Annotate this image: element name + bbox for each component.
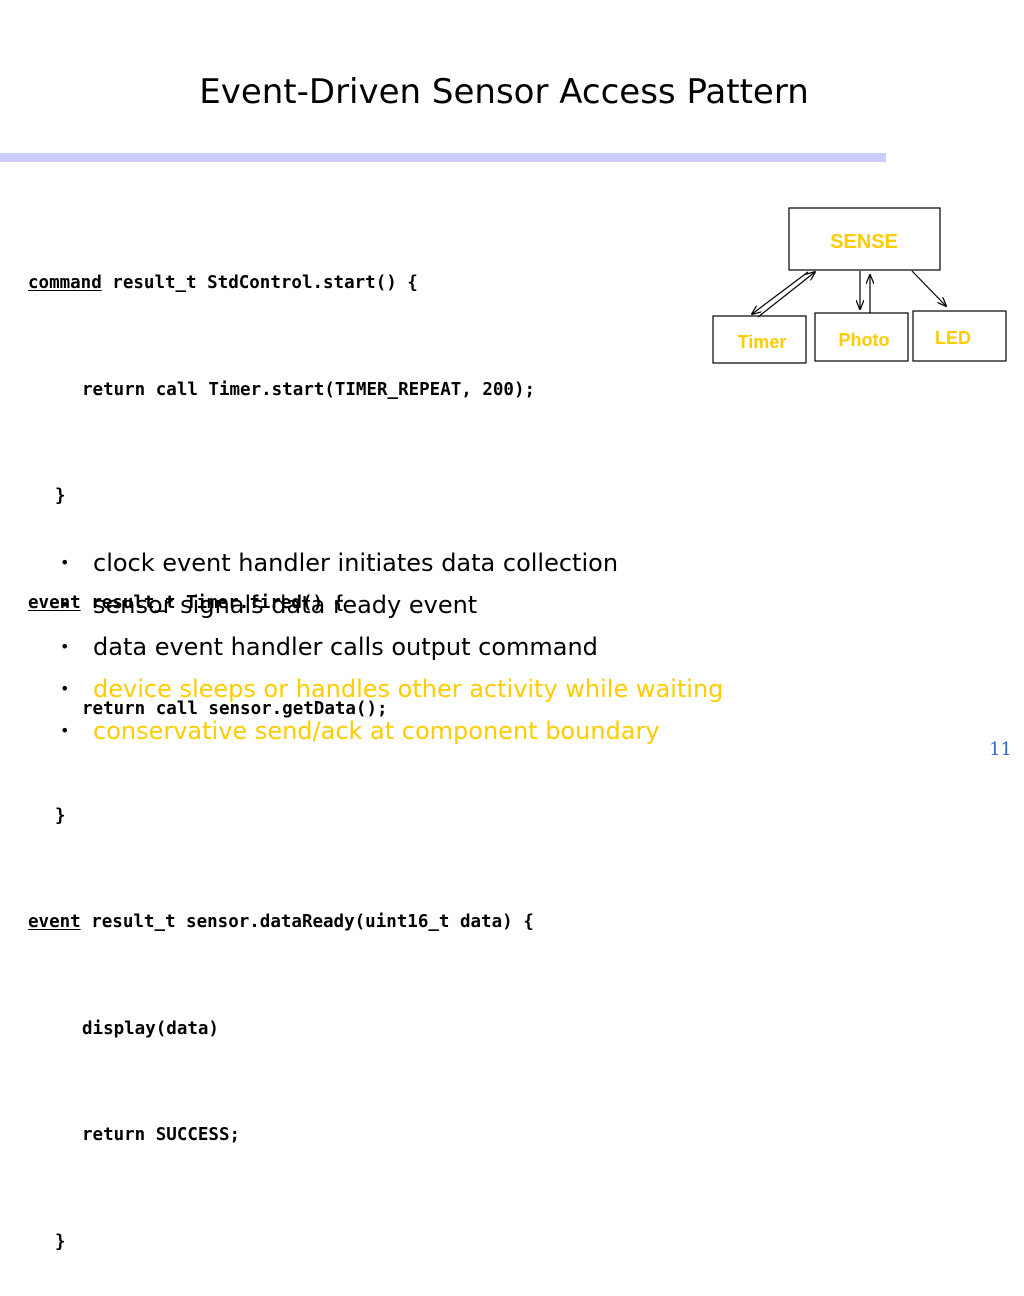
- bullet-marker: •: [60, 721, 70, 740]
- bullet-text: clock event handler initiates data colle…: [93, 549, 619, 577]
- sense-component: SENSE: [788, 207, 941, 271]
- code-line-4: event result_t Timer.fired() {: [28, 586, 535, 622]
- bullet-text: conservative send/ack at component bound…: [93, 717, 660, 745]
- page-number: 11: [989, 739, 1012, 760]
- bullet-item: • device sleeps or handles other activit…: [58, 668, 723, 710]
- bullet-text: sensor signals data ready event: [93, 591, 478, 619]
- code-text: result_t StdControl.start() {: [101, 273, 418, 293]
- bullet-marker: •: [60, 553, 70, 572]
- photo-component: Photo: [814, 312, 909, 362]
- arrow-sense-to-led: [911, 270, 946, 306]
- bullet-list: • clock event handler initiates data col…: [58, 542, 723, 752]
- code-text: result_t sensor.dataReady(uint16_t data)…: [80, 912, 534, 932]
- led-component: LED: [912, 310, 1007, 362]
- bullet-marker: •: [60, 679, 70, 698]
- code-text: result_t Timer.fired() {: [80, 592, 345, 613]
- title-underline-bar: [0, 153, 886, 162]
- bullet-marker: •: [60, 637, 70, 656]
- bullet-item: • data event handler calls output comman…: [58, 626, 723, 668]
- sense-box: [788, 207, 941, 271]
- bullet-text: data event handler calls output command: [93, 633, 598, 661]
- bullet-item: • sensor signals data ready event: [58, 584, 723, 626]
- arrow-sense-to-timer: [752, 271, 809, 314]
- led-box: [912, 310, 1007, 362]
- code-keyword: event: [28, 592, 81, 613]
- photo-box: [814, 312, 909, 362]
- code-line-9: return SUCCESS;: [82, 1125, 241, 1145]
- sense-label: SENSE: [830, 231, 898, 253]
- component-diagram: SENSE Timer Photo LED: [712, 207, 1007, 364]
- code-line-6: }: [55, 805, 66, 826]
- led-label: LED: [935, 328, 971, 348]
- code-line-5: return call sensor.getData();: [82, 699, 388, 719]
- code-line-8: display(data): [82, 1018, 219, 1039]
- code-line-10: }: [55, 1231, 66, 1252]
- bullet-item: • conservative send/ack at component bou…: [58, 710, 723, 752]
- timer-component: Timer: [712, 315, 807, 364]
- diagram-arrows: [752, 270, 946, 318]
- slide-title: Event-Driven Sensor Access Pattern: [199, 72, 809, 112]
- code-line-1: command result_t StdControl.start() {: [28, 266, 535, 302]
- photo-label: Photo: [839, 330, 890, 350]
- timer-label: Timer: [738, 332, 787, 352]
- code-keyword: command: [28, 273, 102, 293]
- bullet-marker: •: [60, 595, 70, 614]
- code-line-3: }: [55, 486, 66, 506]
- code-line-7: event result_t sensor.dataReady(uint16_t…: [28, 905, 535, 941]
- code-keyword: event: [28, 912, 81, 932]
- arrow-timer-to-sense: [757, 272, 815, 318]
- bullet-item: • clock event handler initiates data col…: [58, 542, 723, 584]
- bullet-text: device sleeps or handles other activity …: [93, 675, 724, 703]
- code-line-2: return call Timer.start(TIMER_REPEAT, 20…: [82, 379, 536, 400]
